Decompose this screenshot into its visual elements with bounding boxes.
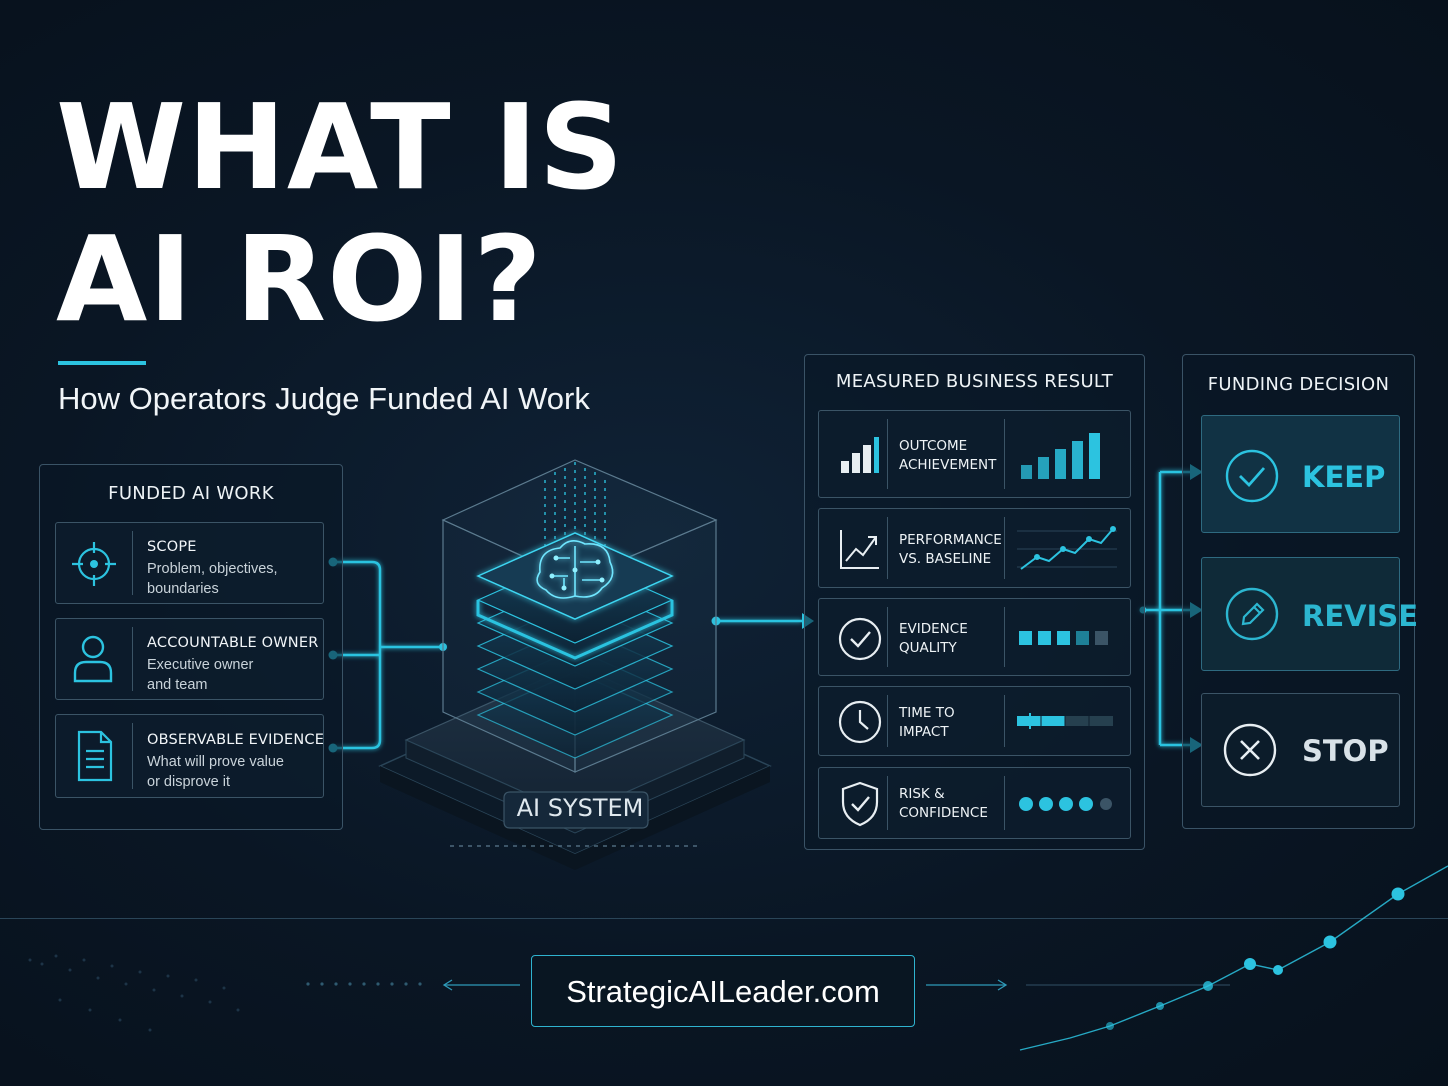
shield-check-icon bbox=[841, 781, 879, 827]
metric-outcome-achievement: OUTCOME ACHIEVEMENT bbox=[818, 410, 1131, 498]
metric-label: VS. BASELINE bbox=[899, 551, 992, 567]
funded-item-desc: What will prove value bbox=[147, 754, 284, 770]
metric-label: CONFIDENCE bbox=[899, 805, 988, 821]
decision-label: STOP bbox=[1302, 734, 1389, 768]
metric-label: ACHIEVEMENT bbox=[899, 457, 997, 473]
subtitle: How Operators Judge Funded AI Work bbox=[58, 381, 590, 416]
ai-system-label: AI SYSTEM bbox=[516, 794, 644, 822]
pencil-circle-icon bbox=[1225, 587, 1279, 641]
funded-item-evidence: OBSERVABLE EVIDENCE What will prove valu… bbox=[55, 714, 324, 798]
funded-item-desc: and team bbox=[147, 677, 208, 693]
document-icon bbox=[77, 730, 113, 782]
dots-indicator bbox=[1019, 797, 1112, 811]
x-circle-icon bbox=[1223, 723, 1277, 777]
website-link-box[interactable]: StrategicAILeader.com bbox=[531, 955, 915, 1027]
funded-item-heading: SCOPE bbox=[147, 539, 197, 555]
metric-label: EVIDENCE bbox=[899, 621, 968, 637]
funded-ai-work-panel: FUNDED AI WORK SCOPE Problem, objectives… bbox=[39, 464, 343, 830]
metric-label: TIME TO bbox=[899, 705, 955, 721]
decision-label: KEEP bbox=[1302, 460, 1386, 494]
metric-label: IMPACT bbox=[899, 724, 949, 740]
title-underline bbox=[58, 361, 146, 365]
metric-risk-confidence: RISK & CONFIDENCE bbox=[818, 767, 1131, 839]
decision-label: REVISE bbox=[1302, 599, 1419, 633]
funded-item-owner: ACCOUNTABLE OWNER Executive owner and te… bbox=[55, 618, 324, 700]
footer-divider bbox=[0, 918, 1448, 919]
funded-item-desc: or disprove it bbox=[147, 774, 231, 790]
rising-bars-indicator bbox=[1021, 433, 1100, 479]
funded-item-desc: Executive owner bbox=[147, 657, 254, 673]
squares-indicator bbox=[1019, 631, 1108, 645]
check-circle-icon bbox=[1225, 449, 1279, 503]
funded-item-desc: Problem, objectives, bbox=[147, 561, 278, 577]
result-panel-title: MEASURED BUSINESS RESULT bbox=[835, 371, 1114, 392]
ai-system-illustration bbox=[378, 459, 772, 870]
funded-item-heading: ACCOUNTABLE OWNER bbox=[147, 635, 319, 651]
footer-decoration bbox=[28, 865, 1448, 1051]
decision-stop: STOP bbox=[1201, 693, 1400, 807]
metric-label: RISK & bbox=[899, 786, 945, 802]
metric-label: OUTCOME bbox=[899, 438, 968, 454]
person-icon bbox=[73, 635, 113, 683]
trend-line-icon bbox=[840, 530, 879, 569]
decision-revise: REVISE bbox=[1201, 557, 1418, 671]
decision-keep: KEEP bbox=[1201, 415, 1400, 533]
metric-evidence-quality: EVIDENCE QUALITY bbox=[818, 598, 1131, 676]
metric-label: QUALITY bbox=[899, 640, 957, 656]
decision-panel-title: FUNDING DECISION bbox=[1207, 374, 1390, 395]
bar-chart-icon bbox=[841, 437, 879, 473]
clock-icon bbox=[838, 700, 882, 744]
target-icon bbox=[72, 542, 116, 586]
funded-item-scope: SCOPE Problem, objectives, boundaries bbox=[55, 522, 324, 604]
funding-decision-panel: FUNDING DECISION KEEP REVISE STOP bbox=[1182, 354, 1418, 829]
measured-result-panel: MEASURED BUSINESS RESULT OUTCOME ACHIEVE… bbox=[804, 354, 1145, 850]
title-line-1: WHAT IS bbox=[56, 78, 625, 216]
metric-label: PERFORMANCE bbox=[899, 532, 1002, 548]
check-circle-icon bbox=[838, 617, 882, 661]
funded-panel-title: FUNDED AI WORK bbox=[108, 483, 274, 504]
rising-line-indicator bbox=[1017, 526, 1117, 570]
metric-performance-baseline: PERFORMANCE VS. BASELINE bbox=[818, 508, 1131, 588]
metric-time-to-impact: TIME TO IMPACT bbox=[818, 686, 1131, 756]
title-line-2: AI ROI? bbox=[56, 210, 543, 348]
progress-indicator bbox=[1017, 713, 1113, 729]
funded-item-heading: OBSERVABLE EVIDENCE bbox=[147, 732, 325, 748]
website-url[interactable]: StrategicAILeader.com bbox=[566, 974, 880, 1009]
funded-item-desc: boundaries bbox=[147, 581, 219, 597]
